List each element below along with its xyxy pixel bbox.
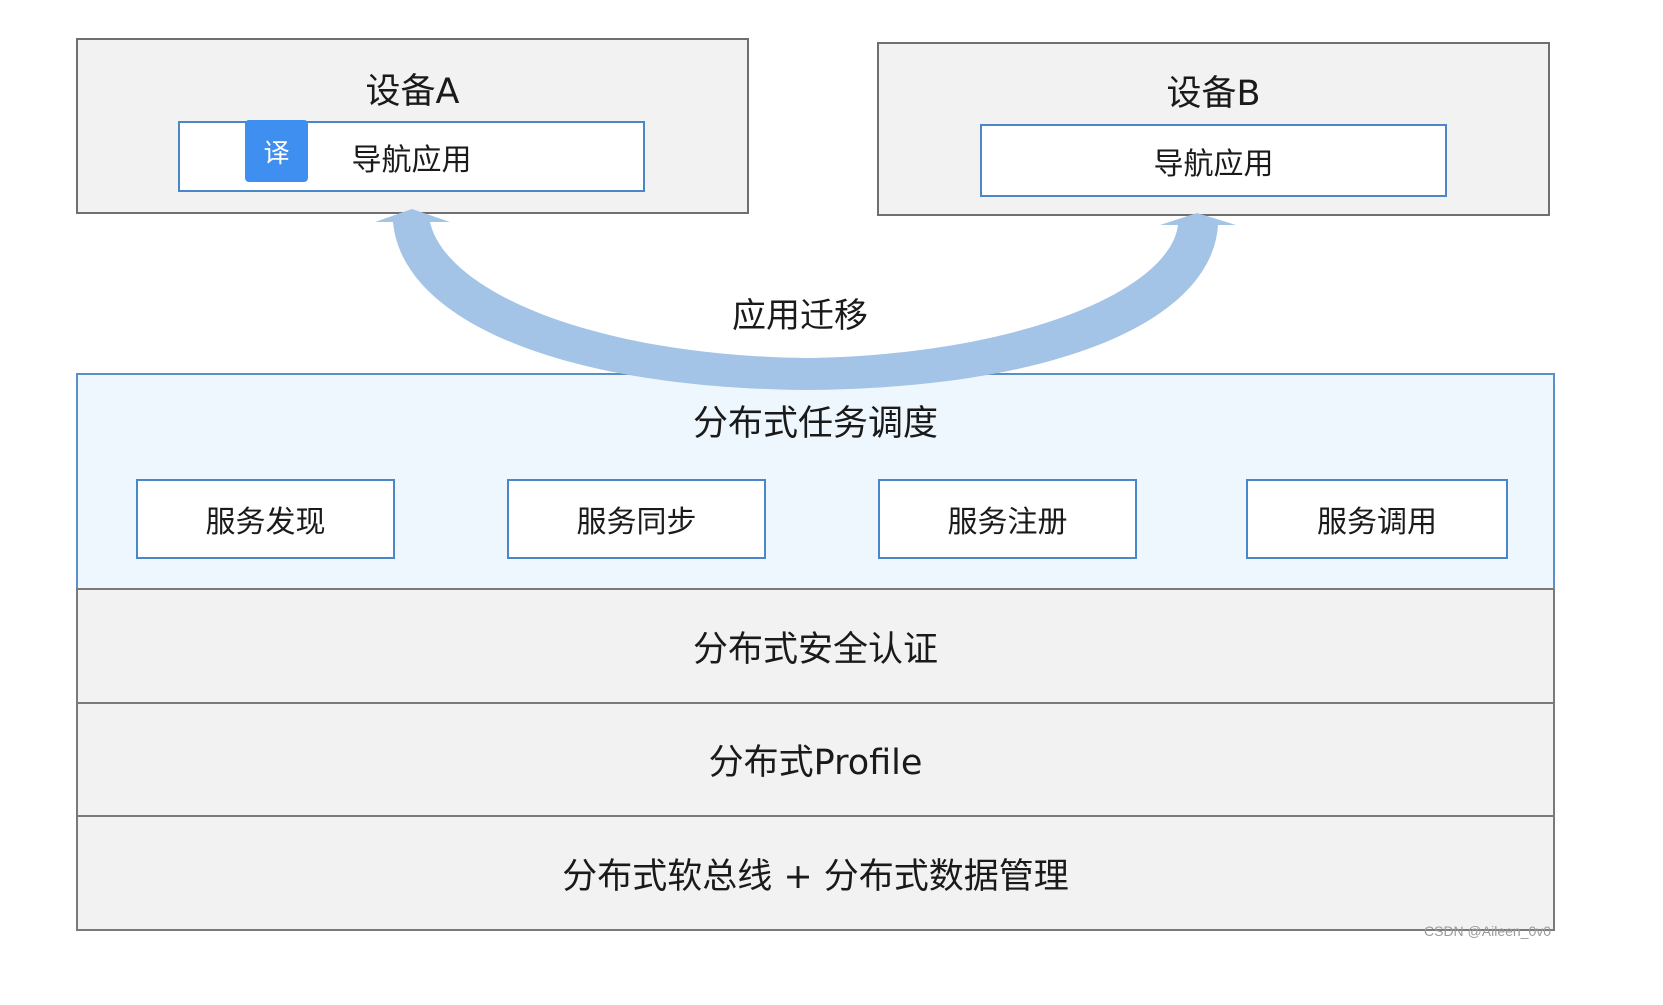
distributed-profile-layer: 分布式Profile [76, 702, 1555, 817]
softbus-data-management-layer: 分布式软总线 + 分布式数据管理 [76, 815, 1555, 931]
distributed-task-scheduling-layer: 分布式任务调度 服务发现 服务同步 服务注册 服务调用 [76, 373, 1555, 590]
service-discovery-box: 服务发现 [136, 479, 395, 559]
migration-label: 应用迁移 [732, 296, 868, 336]
service-sync-box: 服务同步 [507, 479, 766, 559]
scheduling-layer-title: 分布式任务调度 [692, 404, 938, 444]
device-a-nav-app-box: 导航应用 [178, 121, 645, 192]
device-a-title: 设备A [365, 72, 460, 112]
migration-arrow-shape [375, 209, 1236, 390]
softbus-data-label: 分布式软总线 + 分布式数据管理 [562, 856, 1069, 897]
service-registration-box: 服务注册 [878, 479, 1137, 559]
watermark: CSDN @Aileen_0v0 [1424, 923, 1552, 939]
service-discovery-label: 服务发现 [205, 505, 326, 540]
device-a-box: 设备A 导航应用 译 [76, 38, 749, 214]
translate-badge-icon[interactable]: 译 [245, 120, 308, 182]
device-a-nav-app-label: 导航应用 [351, 142, 472, 178]
service-registration-label: 服务注册 [947, 505, 1068, 540]
device-b-title: 设备B [1166, 74, 1261, 114]
service-invocation-box: 服务调用 [1246, 479, 1508, 559]
device-b-nav-app-box: 导航应用 [980, 124, 1447, 197]
service-sync-label: 服务同步 [576, 505, 697, 540]
distributed-security-auth-layer: 分布式安全认证 [76, 588, 1555, 704]
security-auth-label: 分布式安全认证 [692, 629, 938, 670]
profile-label: 分布式Profile [708, 743, 923, 783]
device-b-nav-app-label: 导航应用 [1153, 146, 1274, 182]
device-b-box: 设备B 导航应用 [877, 42, 1550, 216]
service-invocation-label: 服务调用 [1317, 505, 1437, 540]
